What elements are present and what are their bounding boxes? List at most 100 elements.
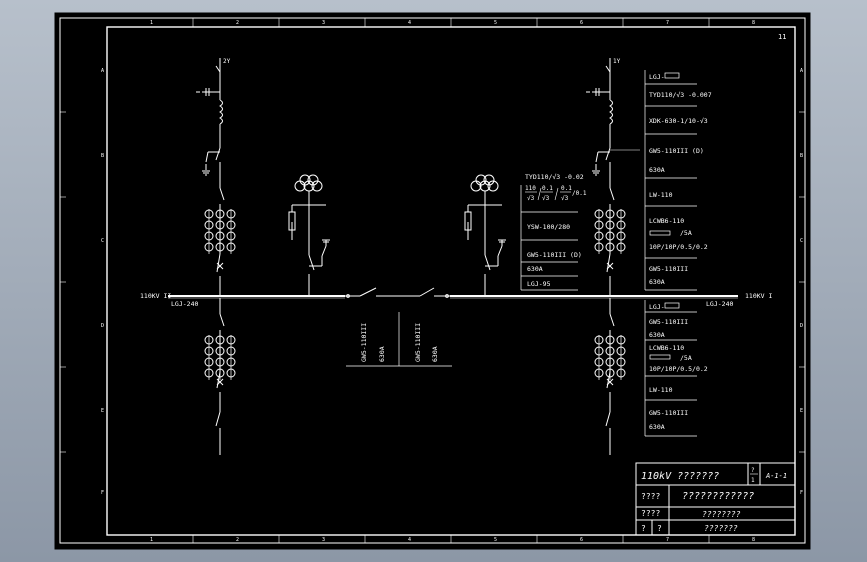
pt-note-switch: GW5-110III (D)	[527, 251, 582, 259]
ct-winding	[594, 209, 604, 219]
title-block-scale-top: ?	[751, 467, 755, 474]
ct-winding	[215, 242, 225, 252]
ct-winding	[215, 357, 225, 367]
left-voltage-transformer	[288, 174, 330, 296]
ct-winding	[204, 346, 214, 356]
bus-right-cable: LGJ-240	[706, 300, 733, 308]
row-mark: E	[800, 408, 803, 414]
ct-winding	[616, 220, 626, 230]
ct-winding	[204, 368, 214, 378]
ct-winding	[226, 346, 236, 356]
pt-note-cable: LGJ-95	[527, 280, 551, 288]
pt-notes-box	[520, 185, 578, 291]
title-block-row2-label: ????	[641, 492, 660, 501]
row-mark: C	[800, 238, 803, 244]
ct-winding	[594, 368, 604, 378]
ct-winding	[616, 209, 626, 219]
ct-winding	[594, 346, 604, 356]
ct-winding	[226, 220, 236, 230]
column-mark: 5	[494, 537, 497, 543]
pt-ratio-d1: √3	[527, 195, 535, 202]
ct-winding	[215, 368, 225, 378]
ct-winding	[616, 335, 626, 345]
ct-winding	[215, 346, 225, 356]
title-block-scale-bottom: 1	[751, 477, 755, 484]
column-mark: 1	[150, 537, 153, 543]
right-feeder-label: 1Y	[613, 58, 621, 65]
ct-winding	[204, 335, 214, 345]
rt-note-switch: GW5-110III (D)	[649, 147, 704, 155]
title-block-row3-value: ????????	[702, 510, 741, 519]
ct-winding	[594, 231, 604, 241]
ct-winding	[204, 242, 214, 252]
row-mark: F	[101, 490, 104, 496]
column-mark: 7	[666, 537, 669, 543]
coupler-note-rating-b: 630A	[431, 346, 439, 362]
left-feeder-label: 2Y	[223, 58, 231, 65]
coupler-notes	[346, 312, 452, 367]
coupler-note-switch-a: GW5-110III	[360, 323, 368, 362]
rt-note-cable: LGJ-	[649, 73, 665, 81]
title-block	[635, 462, 796, 536]
rt-note-reactor: XDK-630-1/10-√3	[649, 117, 708, 125]
column-mark: 3	[322, 537, 325, 543]
rb-note-rating: 630A	[649, 331, 665, 339]
title-block-row3-label: ????	[641, 509, 660, 518]
pt-note-arrester: YSW-100/280	[527, 223, 570, 231]
row-mark: A	[800, 68, 803, 74]
left-feeder-ct-stack	[204, 209, 236, 254]
title-block-title: 110kV ???????	[641, 471, 719, 482]
right-outgoing-ct-stack	[594, 335, 626, 380]
rb-note-rating2: 630A	[649, 423, 665, 431]
ct-winding	[594, 242, 604, 252]
row-mark: A	[101, 68, 104, 74]
column-mark: 4	[408, 20, 411, 26]
ct-winding	[226, 368, 236, 378]
pt-ratio-d2: √3	[542, 195, 550, 202]
ct-winding	[226, 242, 236, 252]
pt-ratio: 110 √3 0.1 √3 0.1 √3 /0.1	[525, 185, 587, 202]
pt-ratio-bars	[525, 187, 571, 201]
pt-note-type: TYD110/√3 -0.02	[525, 173, 584, 181]
pt-ratio-n1: 110	[525, 185, 536, 192]
rb-note-ct-ratio: /5A	[680, 354, 692, 362]
column-mark: 1	[150, 20, 153, 26]
pt-ratio-n3: 0.1	[561, 185, 572, 192]
ct-winding	[215, 209, 225, 219]
ct-winding	[605, 346, 615, 356]
title-block-code: A-1-1	[765, 472, 787, 480]
row-mark: F	[800, 490, 803, 496]
row-mark: B	[800, 153, 803, 159]
row-mark: D	[800, 323, 803, 329]
ct-winding	[204, 357, 214, 367]
ct-winding	[605, 357, 615, 367]
main-busbar	[168, 287, 738, 299]
ct-winding	[616, 242, 626, 252]
rt-note-ct-ratio: /5A	[680, 229, 692, 237]
coupler-note-switch-b: GW5-110III	[414, 323, 422, 362]
left-outgoing-ct-stack	[204, 335, 236, 380]
coupler-note-rating-a: 630A	[378, 346, 386, 362]
rb-note-switch2: GW5-110III	[649, 409, 688, 417]
right-top-notes-box	[644, 70, 697, 291]
column-mark: 8	[752, 20, 755, 26]
ct-winding	[215, 220, 225, 230]
pt-note-rating: 630A	[527, 265, 543, 273]
outer-frame	[59, 17, 806, 544]
right-bottom-notes-box	[644, 300, 697, 437]
title-block-row4-value: ???????	[704, 524, 738, 533]
ct-winding	[605, 231, 615, 241]
rt-note-rating2: 630A	[649, 278, 665, 286]
bus-left-name: 110KV II	[140, 292, 171, 300]
row-mark: B	[101, 153, 104, 159]
ct-winding	[616, 368, 626, 378]
paper	[54, 12, 811, 550]
ct-winding	[605, 368, 615, 378]
rb-note-switch: GW5-110III	[649, 318, 688, 326]
pt-ratio-tail: /0.1	[572, 190, 587, 197]
column-mark: 4	[408, 537, 411, 543]
title-block-row2-value: ????????????	[682, 491, 754, 502]
pt-ratio-d3: √3	[561, 195, 569, 202]
